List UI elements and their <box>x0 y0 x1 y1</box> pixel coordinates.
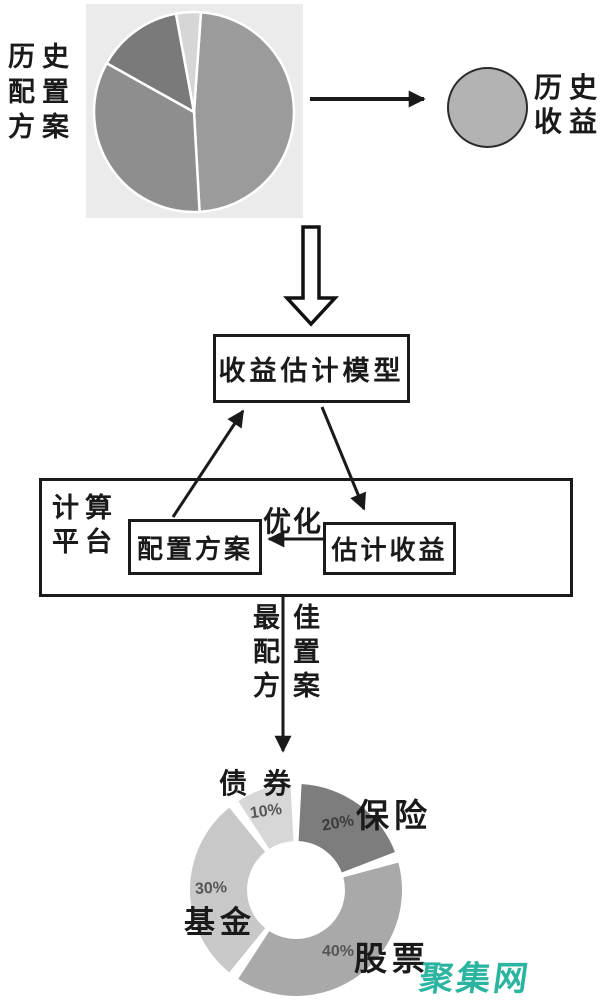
allocation-plan-box: 配置方案 <box>128 519 262 575</box>
allocation-plan-label: 配置方案 <box>136 534 253 564</box>
estimated-return-box: 估计收益 <box>323 522 456 575</box>
chart-segment <box>298 784 395 873</box>
best-allocation-label: 最佳 配置 方案 <box>253 603 333 701</box>
historical-allocation-pie-chart <box>86 4 303 218</box>
donut-pct-stocks: 40% <box>321 943 355 960</box>
chart-segment <box>174 10 203 113</box>
chart-segment <box>105 12 196 115</box>
computing-platform-box <box>39 478 573 597</box>
donut-label-funds: 基金 <box>184 905 256 940</box>
chart-segment <box>238 784 294 849</box>
return-estimation-model-box: 收益估计模型 <box>213 334 410 403</box>
estimated-return-label: 估计收益 <box>331 536 448 565</box>
pie-chart-svg <box>92 10 296 214</box>
watermark-logo: 聚集网 <box>416 960 534 998</box>
historical-allocation-label: 历史 配置 方案 <box>8 42 76 142</box>
chart-segment <box>190 807 266 973</box>
donut-label-bonds: 债券 <box>219 769 308 800</box>
hollow-down-arrow <box>283 225 339 327</box>
model-box-label: 收益估计模型 <box>218 356 405 386</box>
donut-pct-funds: 30% <box>194 879 228 898</box>
result-allocation-donut-chart <box>190 784 402 996</box>
optimize-label: 优化 <box>263 507 324 538</box>
historical-return-circle <box>447 67 528 148</box>
chart-segment <box>192 10 296 214</box>
chart-segment <box>238 862 402 996</box>
computing-platform-label: 计算 平台 <box>52 493 118 557</box>
donut-label-stocks: 股票 <box>354 942 430 978</box>
historical-return-label: 历史 收益 <box>534 73 601 138</box>
donut-label-insurance: 保险 <box>356 799 432 835</box>
